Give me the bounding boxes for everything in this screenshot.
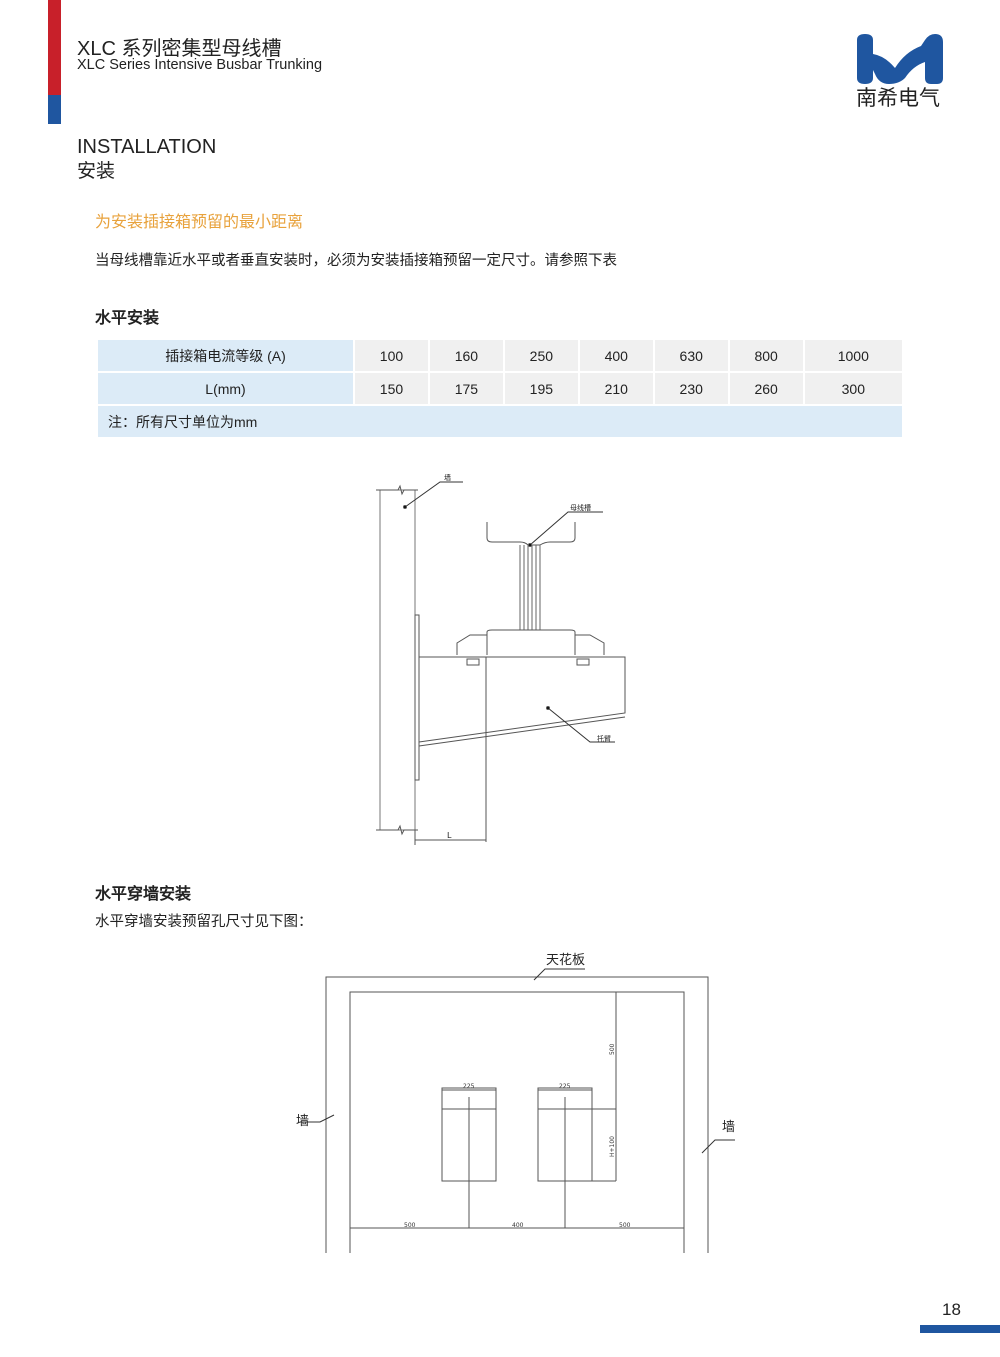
table-cell: 400 — [579, 340, 653, 373]
dim-left: 500 — [404, 1222, 416, 1229]
section-title-en: INSTALLATION — [77, 136, 217, 158]
row-label: 插接箱电流等级 (A) — [98, 340, 353, 373]
table-row: 注：所有尺寸单位为mm — [98, 406, 902, 439]
row-label: L(mm) — [98, 373, 353, 406]
company-logo-icon — [857, 34, 943, 84]
table-cell: 260 — [729, 373, 803, 406]
label-wall: 墙 — [444, 473, 451, 482]
table-cell: 230 — [654, 373, 728, 406]
table-cell: 1000 — [804, 340, 902, 373]
table-row: 插接箱电流等级 (A) 100 160 250 400 630 800 1000 — [98, 340, 902, 373]
dim-right: 500 — [619, 1222, 631, 1229]
table-cell: 300 — [804, 373, 902, 406]
dim-middle: 400 — [512, 1222, 524, 1229]
dim-hole-height: H+100 — [609, 1136, 616, 1157]
doc-title-cn: XLC 系列密集型母线槽 — [77, 38, 282, 60]
label-wall-right: 墙 — [722, 1120, 735, 1135]
subsection-title: 为安装插接箱预留的最小距离 — [95, 214, 304, 231]
table-cell: 630 — [654, 340, 728, 373]
table-cell: 210 — [579, 373, 653, 406]
table-row: L(mm) 150 175 195 210 230 260 300 — [98, 373, 902, 406]
table-cell: 250 — [504, 340, 578, 373]
dim-width-1: 225 — [463, 1083, 475, 1090]
description: 当母线槽靠近水平或者垂直安装时，必须为安装插接箱预留一定尺寸。请参照下表 — [95, 253, 617, 269]
logo-text: 南希电气 — [856, 86, 940, 110]
table-cell: 195 — [504, 373, 578, 406]
label-ceiling: 天花板 — [546, 952, 585, 968]
accent-bar-blue — [48, 95, 61, 124]
label-dim-l: L — [447, 831, 452, 840]
dim-top: 500 — [609, 1043, 616, 1055]
table-cell: 150 — [355, 373, 428, 406]
through-wall-description: 水平穿墙安装预留孔尺寸见下图： — [95, 914, 313, 930]
label-busbar: 母线槽 — [570, 503, 591, 512]
heading-through-wall: 水平穿墙安装 — [95, 886, 192, 903]
doc-title-en: XLC Series Intensive Busbar Trunking — [77, 57, 323, 73]
through-wall-diagram: 天花板 墙 墙 225 225 500 H+100 500 400 500 — [296, 952, 735, 1253]
table-cell: 175 — [429, 373, 503, 406]
table-note: 注：所有尺寸单位为mm — [98, 406, 902, 439]
label-wall-left: 墙 — [296, 1114, 309, 1129]
table-cell: 800 — [729, 340, 803, 373]
table-cell: 100 — [355, 340, 428, 373]
table-cell: 160 — [429, 340, 503, 373]
accent-bar-red — [48, 0, 61, 95]
clearance-table: 插接箱电流等级 (A) 100 160 250 400 630 800 1000… — [96, 340, 904, 439]
label-bracket: 托臂 — [597, 734, 611, 743]
page-accent-bar — [920, 1325, 1000, 1333]
page-number: 18 — [942, 1300, 961, 1319]
heading-horizontal: 水平安装 — [95, 310, 160, 327]
section-title-cn: 安装 — [77, 161, 116, 182]
dim-width-2: 225 — [559, 1083, 571, 1090]
horizontal-install-diagram: 墙 母线槽 托臂 L — [376, 473, 626, 845]
